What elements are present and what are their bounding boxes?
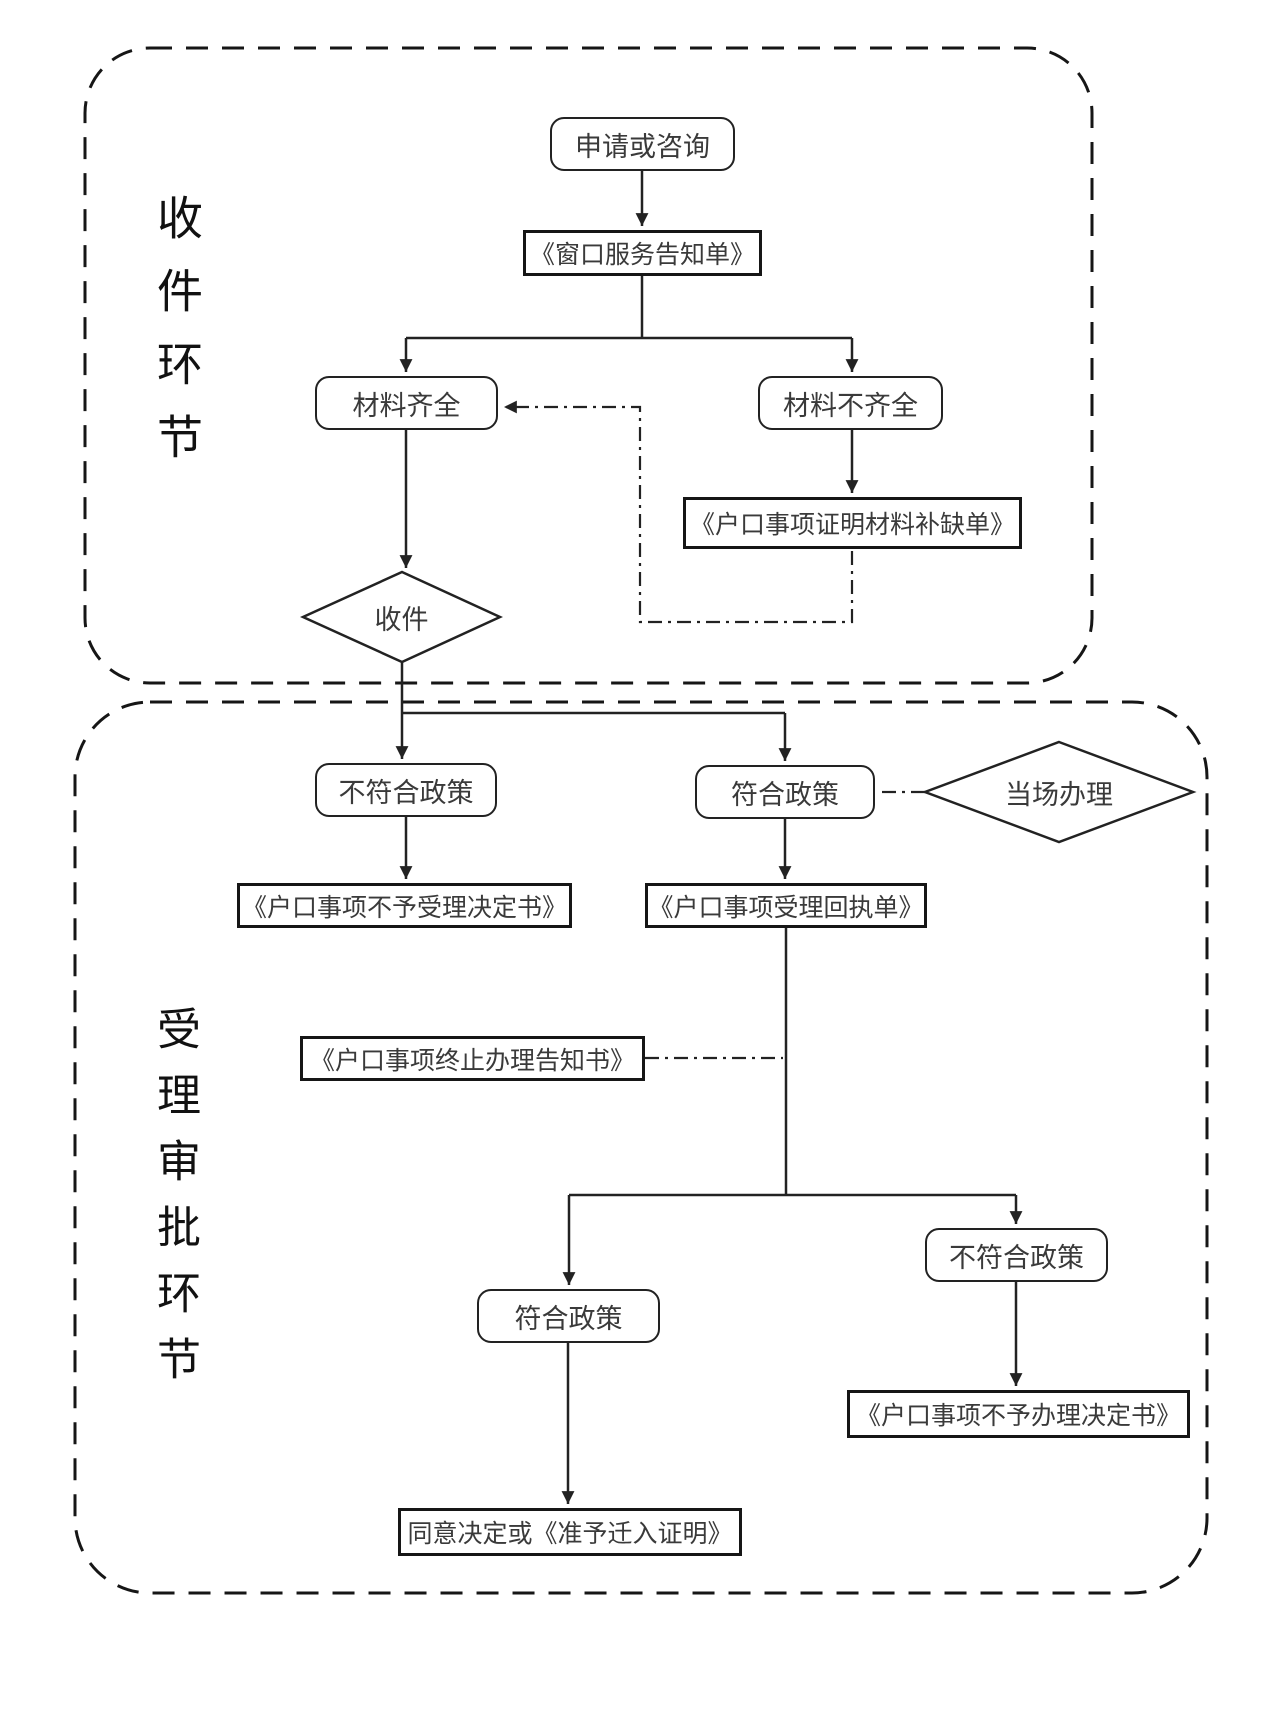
node-apply: 申请或咨询	[550, 117, 735, 171]
onsite-handling-diamond	[921, 740, 1197, 844]
intake-stage-label: 收件环节	[151, 194, 203, 486]
node-no-handling-decision: 《户口事项不予办理决定书》	[847, 1390, 1190, 1438]
edge-missing-list-feedback-loop	[504, 400, 854, 624]
receive-diamond	[299, 570, 503, 664]
node-rejection-decision: 《户口事项不予受理决定书》	[237, 883, 572, 928]
node-materials-complete: 材料齐全	[315, 376, 498, 430]
review-stage-container	[73, 700, 1209, 1595]
node-acceptance-receipt: 《户口事项受理回执单》	[645, 883, 927, 928]
node-materials-incomplete: 材料不齐全	[758, 376, 943, 430]
node-onsite-handling-label: 当场办理	[1005, 779, 1113, 810]
node-policy-pass-1: 符合政策	[695, 765, 875, 819]
node-missing-materials-list: 《户口事项证明材料补缺单》	[683, 497, 1022, 549]
node-policy-pass-2: 符合政策	[477, 1289, 660, 1343]
node-policy-fail-2: 不符合政策	[925, 1228, 1108, 1282]
review-stage-label: 受理审批环节	[150, 1006, 199, 1402]
node-policy-fail-1: 不符合政策	[315, 763, 497, 817]
node-approval: 同意决定或《准予迁入证明》	[398, 1508, 742, 1556]
intake-stage-container	[83, 46, 1094, 685]
node-receive-label: 收件	[374, 604, 429, 635]
node-termination-notice: 《户口事项终止办理告知书》	[300, 1036, 645, 1081]
node-service-notice: 《窗口服务告知单》	[523, 230, 762, 276]
